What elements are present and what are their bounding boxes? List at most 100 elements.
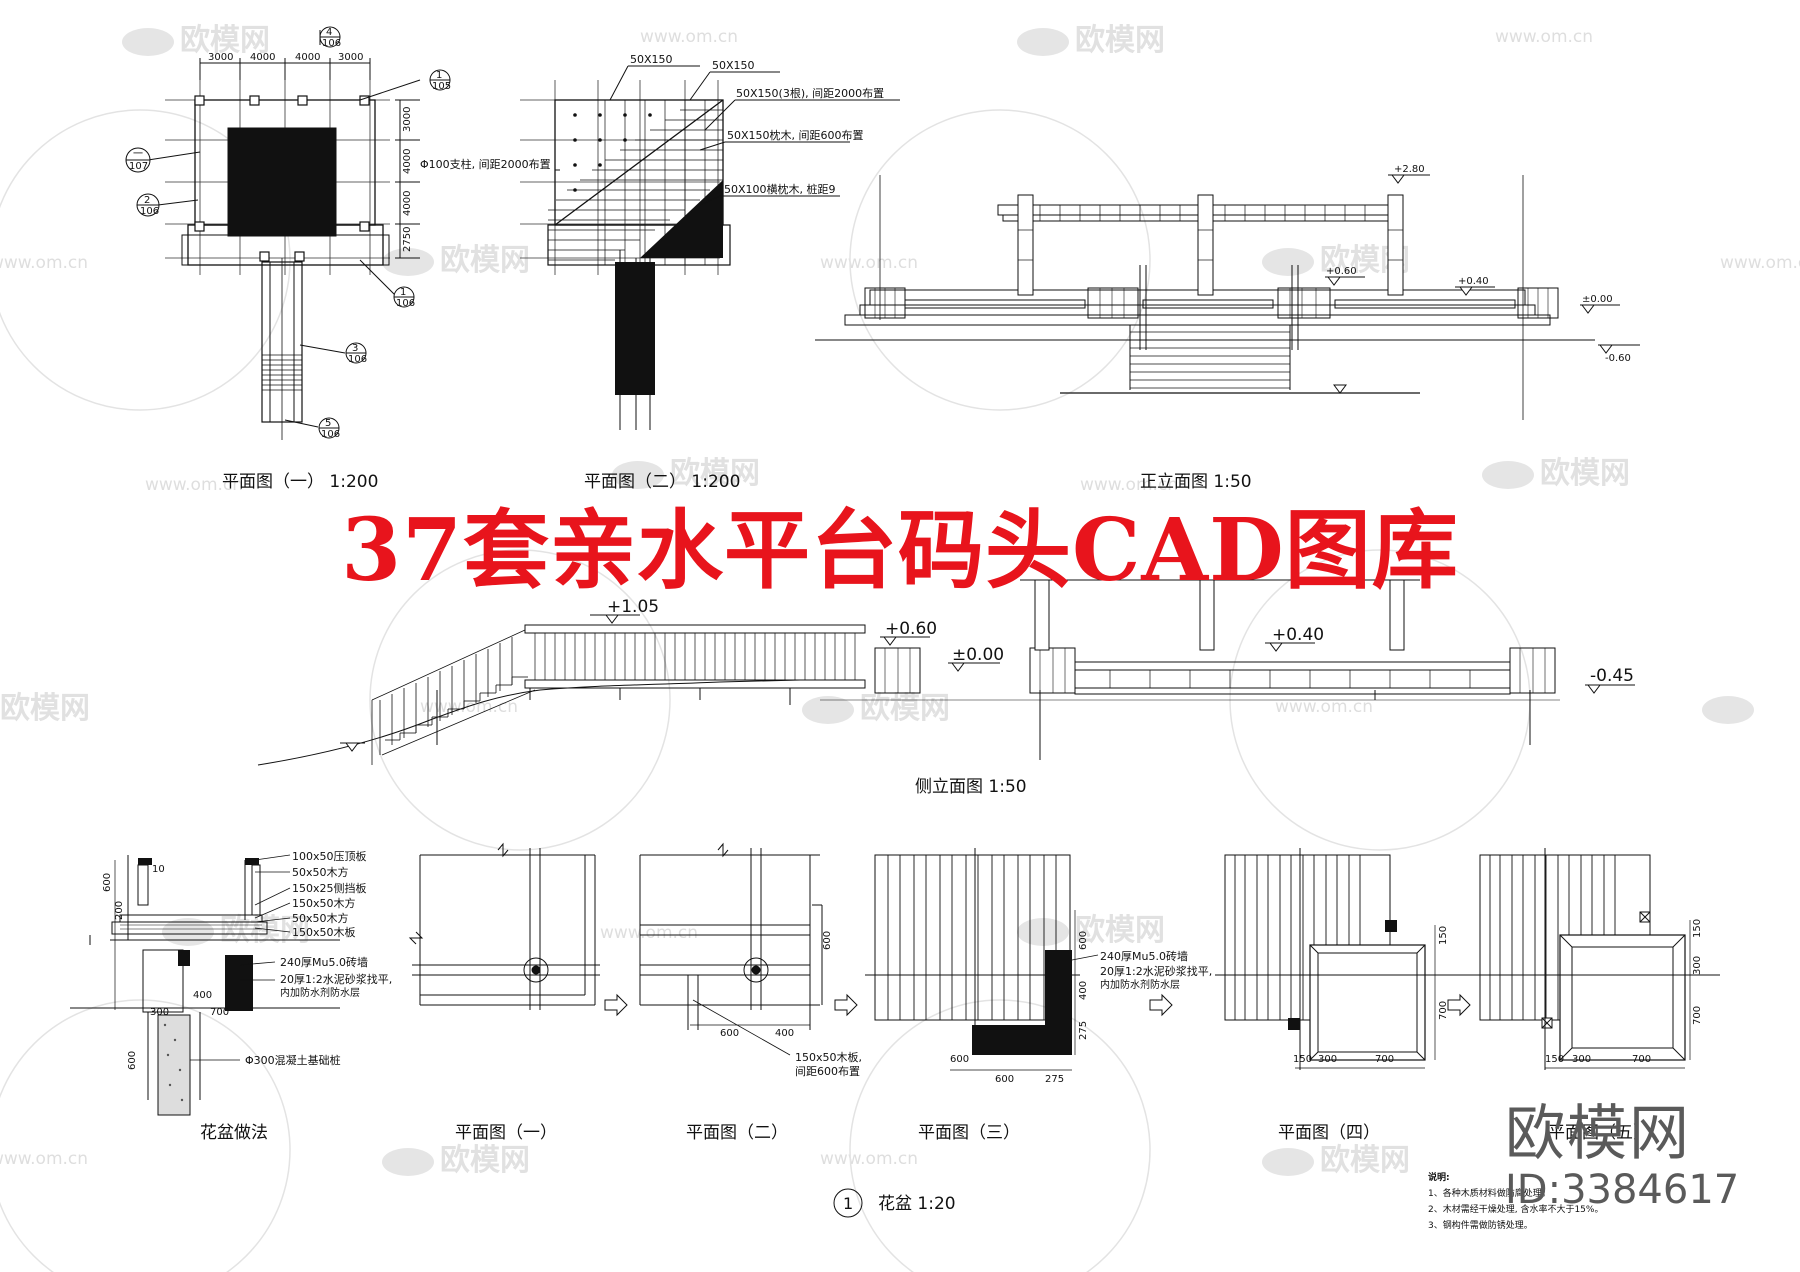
detail5-dim: 700 [1632,1054,1651,1065]
arrow-right-icon [834,993,858,1017]
watermark-logo: 欧模网 [122,23,270,58]
front-elevation-drawing: +2.80 +0.60 +0.40 ±0.00 -0.60 [815,164,1640,420]
plan2-drawing: 50X150 50X150 50X150(3根), 间距2000布置 50X15… [420,53,900,430]
watermark-url: www.om.cn [1275,697,1373,717]
detail4-caption: 平面图（四） [1278,1123,1380,1143]
pot-dim: 700 [210,1007,229,1018]
arrow-right-icon [1149,993,1173,1017]
side-elevation-caption: 侧立面图 1:50 [915,777,1027,797]
detail5-dim: 300 [1692,956,1703,975]
side-level: -0.45 [1590,666,1634,686]
detail4-dim: 700 [1375,1054,1394,1065]
plan2-note: 50X150枕木, 间距600布置 [727,128,864,142]
plan1-dim: 4000 [402,191,413,216]
detail2-dim: 600 [720,1028,739,1039]
watermark-text: 欧模网 [670,456,760,491]
detail1-drawing [408,842,600,1010]
watermark-url: www.om.cn [820,1149,918,1169]
plan1-dim: 3000 [402,107,413,132]
detail3-note: 内加防水剂防水层 [1100,978,1180,991]
watermark-logo: 欧模网 [1482,456,1630,491]
front-elevation-caption: 正立面图 1:50 [1140,472,1252,492]
watermark-text: 欧模网 [1540,456,1630,491]
detail-title-text: 花盆 1:20 [878,1194,956,1214]
watermark-text: 欧模网 [0,691,90,726]
general-notes: 说明: 1、各种木质材料做防腐处理。 2、木材需经干燥处理, 含水率不大于15%… [1428,1171,1603,1231]
watermark-logo: 欧模网 [612,456,760,491]
pot-note: 内加防水剂防水层 [280,986,360,999]
svg-text:2: 2 [144,195,150,206]
side-level: +0.40 [1272,625,1324,645]
pot-note: 50x50木方 [292,911,349,925]
svg-text:1: 1 [436,70,442,81]
detail2-dim: 600 [822,931,833,950]
detail3-dim: 275 [1078,1021,1089,1040]
pot-dim: 200 [114,901,125,920]
pot-dim: 600 [127,1051,138,1070]
front-level: -0.60 [1605,353,1631,364]
plan1-dim: 4000 [295,52,320,63]
watermark-logo [1702,696,1754,724]
plan1-dim: 2750 [402,227,413,252]
svg-text:106: 106 [322,38,341,49]
watermark-logo: 欧模网 [1017,913,1165,948]
watermark-text: 欧模网 [440,1143,530,1178]
arrow-right-icon [1447,993,1471,1017]
pot-note: 150x50木方 [292,896,356,910]
detail5-caption: 平面图（五） [1548,1123,1650,1143]
detail3-note: 20厚1:2水泥砂浆找平, [1100,964,1212,978]
detail5-dim: 300 [1572,1054,1591,1065]
detail4-dim: 150 [1438,926,1449,945]
detail3-dim: 275 [1045,1074,1064,1085]
front-level: +2.80 [1394,164,1425,175]
watermark-text: 欧模网 [1075,23,1165,58]
detail5-dim: 150 [1545,1054,1564,1065]
watermark-url: www.om.cn [0,1149,88,1169]
watermark-url: www.om.cn [640,27,738,47]
front-level: +0.60 [1326,266,1357,277]
watermark-text: 欧模网 [440,243,530,278]
svg-text:106: 106 [140,206,159,217]
pot-note: 50x50木方 [292,865,349,879]
plan1-marker: 1 106 [359,259,415,309]
plan1-marker: 3 106 [299,342,367,365]
svg-text:106: 106 [396,298,415,309]
side-level: +0.60 [885,619,937,639]
plan1-marker: 2 106 [136,193,199,217]
watermark-text: 欧模网 [1075,913,1165,948]
pot-dim: 300 [150,1007,169,1018]
pot-note: 150x50木板 [292,925,356,939]
side-level: +1.05 [607,597,659,617]
plan1-dim: 3000 [338,52,363,63]
detail2-dim: 400 [775,1028,794,1039]
watermark-arcs [0,109,1531,1272]
detail-title: 1 花盆 1:20 [833,1188,956,1218]
svg-text:105: 105 [432,81,451,92]
detail3-dim: 600 [1078,931,1089,950]
detail2-caption: 平面图（二） [686,1123,788,1143]
watermark-url: www.om.cn [145,475,243,495]
detail2-note: 150x50木板, [795,1050,862,1064]
pot-note: 150x25侧挡板 [292,881,367,895]
pot-section-drawing: 600 200 10 400 300 700 600 100x50压顶板 50x… [70,849,392,1116]
watermark-text: 欧模网 [860,691,950,726]
watermark-logo: 欧模网 [382,243,530,278]
watermark-text: 欧模网 [1320,1143,1410,1178]
pot-note: 100x50压顶板 [292,849,367,863]
detail4-dim: 700 [1438,1001,1449,1020]
svg-text:106: 106 [321,429,340,440]
plan1-dim: 4000 [250,52,275,63]
svg-text:107: 107 [129,161,148,172]
watermark-logo: 欧模网 [1017,23,1165,58]
detail2-drawing: 600 400 150x50木板, 间距600布置 600 [639,842,862,1078]
watermark-logo: 欧模网 [382,1143,530,1178]
plan2-note: 50X150(3根), 间距2000布置 [736,86,884,100]
watermark-logo: 欧模网 [1262,1143,1410,1178]
detail3-note: 240厚Mu5.0砖墙 [1100,949,1188,963]
detail3-dim: 600 [950,1054,969,1065]
pot-dim: 600 [102,873,113,892]
plan2-note: Φ100支柱, 间距2000布置 [420,157,551,171]
plan1-marker: 一 107 [125,147,201,173]
detail5-dim: 700 [1692,1006,1703,1025]
